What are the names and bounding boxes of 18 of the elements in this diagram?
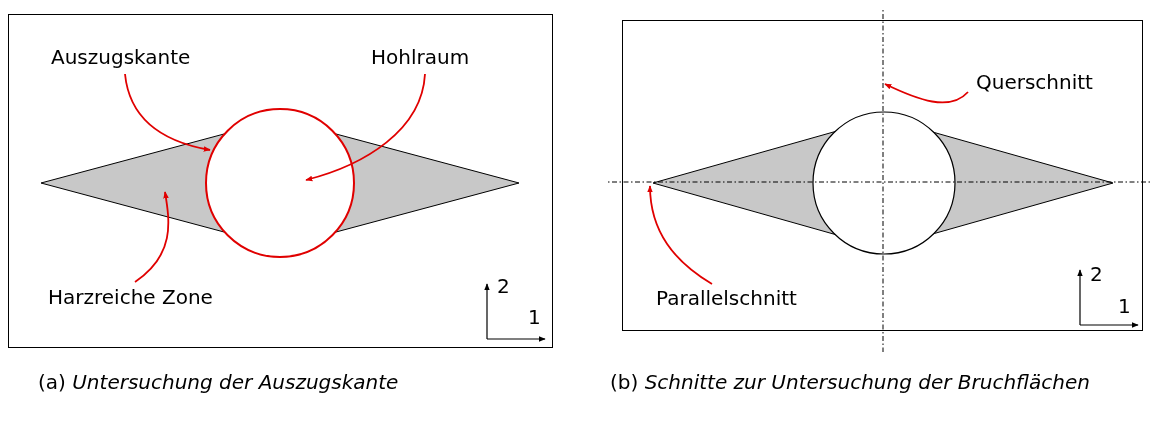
callout-text: Parallelschnitt <box>656 286 797 310</box>
axis-label: 1 <box>528 305 541 329</box>
leader-arrow <box>134 191 170 283</box>
axis-label: 2 <box>497 274 510 298</box>
axis-label: 2 <box>1090 262 1103 286</box>
figure-caption: (a) Untersuchung der Auszugskante <box>38 369 400 396</box>
callout-text: Harzreiche Zone <box>48 285 213 309</box>
callout-text: Querschnitt <box>976 70 1093 94</box>
callout-text: Auszugskante <box>51 45 191 69</box>
panel-frame <box>8 14 553 348</box>
leader-arrow <box>647 185 713 285</box>
leader-arrow <box>124 73 211 152</box>
leader-arrow <box>884 83 969 104</box>
leader-arrow <box>305 73 426 181</box>
callout-text: Hohlraum <box>371 45 470 69</box>
figure-caption: (b) Schnitte zur Untersuchung der Bruchflächen <box>610 369 1091 396</box>
panel-frame <box>622 20 1143 331</box>
axis-label: 1 <box>1118 294 1131 318</box>
